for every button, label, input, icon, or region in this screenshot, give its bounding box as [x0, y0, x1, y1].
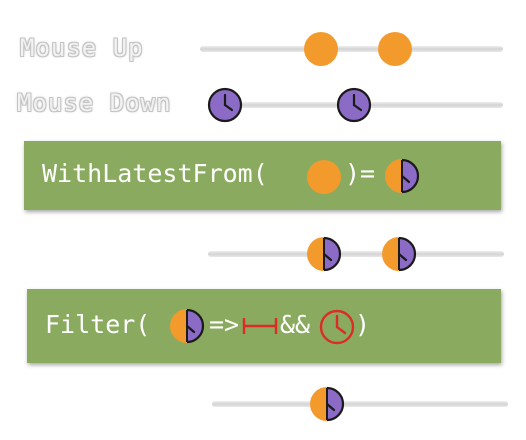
- mouse-down-event-icon: [207, 87, 243, 123]
- mouse-up-timeline: [200, 46, 503, 52]
- filter-close: ): [355, 310, 371, 339]
- red-interval-icon: [242, 318, 278, 334]
- combined-timeline: [208, 251, 504, 257]
- mouse-up-label: Mouse Up: [20, 34, 144, 62]
- filter-arrow: =>: [209, 310, 240, 339]
- combined-event-icon: [305, 235, 342, 273]
- filter-and: &&: [280, 310, 311, 339]
- with-latest-from-prefix: WithLatestFrom(: [42, 159, 268, 188]
- filter-prefix: Filter(: [45, 310, 151, 339]
- mouse-down-event-icon: [336, 87, 372, 123]
- mouse-up-event-icon: [304, 32, 338, 66]
- orange-purple-clock-icon: [168, 307, 205, 345]
- with-latest-from-equals: )=: [345, 159, 376, 188]
- mouse-down-label: Mouse Down: [17, 89, 172, 117]
- orange-purple-clock-icon: [383, 157, 420, 195]
- with-latest-from-box: [24, 141, 501, 210]
- red-clock-icon: [319, 309, 355, 345]
- filtered-timeline: [212, 401, 508, 407]
- combined-event-icon: [380, 235, 417, 273]
- mouse-up-event-icon: [378, 32, 412, 66]
- orange-circle-icon: [307, 160, 341, 194]
- filtered-event-icon: [308, 385, 345, 423]
